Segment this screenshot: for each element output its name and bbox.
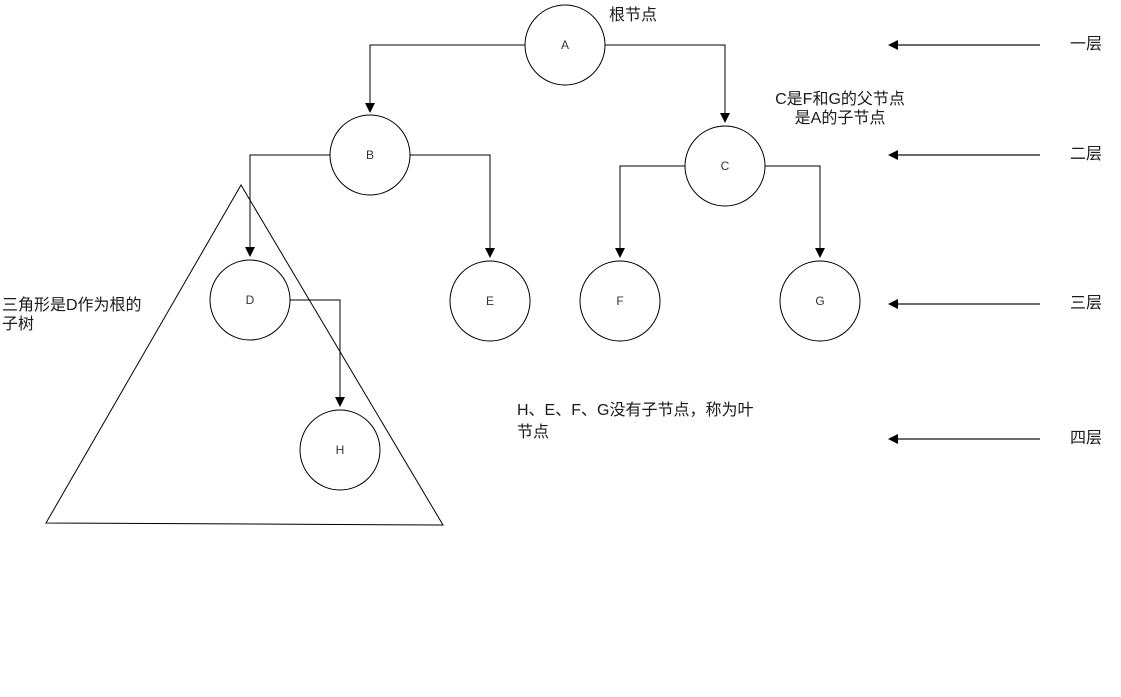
node-g-label: G [815,294,824,308]
c-node-note: C是F和G的父节点 是A的子节点 [775,91,905,127]
node-h: H [299,409,381,491]
leaf-nodes-note: H、E、F、G没有子节点，称为叶 节点 [517,402,754,441]
edge-a-b [365,44,525,113]
edge-a-c [605,44,730,123]
node-e-circle [449,260,531,342]
layer-2-label: 二层 [1070,146,1103,163]
triangle-subtree-note: 三角形是D作为根的 子树 [2,297,142,333]
node-g: G [779,260,861,342]
node-a-label: A [561,38,569,52]
subtree-triangle [45,184,444,526]
node-b: B [329,114,411,196]
node-e-label: E [486,294,494,308]
node-b-circle [329,114,411,196]
edge-b-d [245,154,330,257]
node-f-circle [579,260,661,342]
node-a-circle [524,4,606,86]
node-f: F [579,260,661,342]
node-c-circle [684,125,766,207]
node-c-label: C [721,159,730,173]
node-a: A [524,4,606,86]
node-f-label: F [616,294,623,308]
layer-4-label: 四层 [1070,430,1103,447]
node-d-label: D [246,293,255,307]
node-d-circle [209,259,291,341]
edge-c-f [615,165,685,258]
node-d: D [209,259,291,341]
node-h-circle [299,409,381,491]
edge-d-h [290,299,345,407]
layer-3-label: 三层 [1070,295,1103,312]
node-g-circle [779,260,861,342]
node-e: E [449,260,531,342]
root-node-note: 根节点 [609,7,658,24]
node-c: C [684,125,766,207]
layer-1-label: 一层 [1070,36,1103,53]
edge-b-e [410,154,495,258]
node-b-label: B [366,148,374,162]
edge-c-g [765,165,825,258]
node-h-label: H [336,443,345,457]
